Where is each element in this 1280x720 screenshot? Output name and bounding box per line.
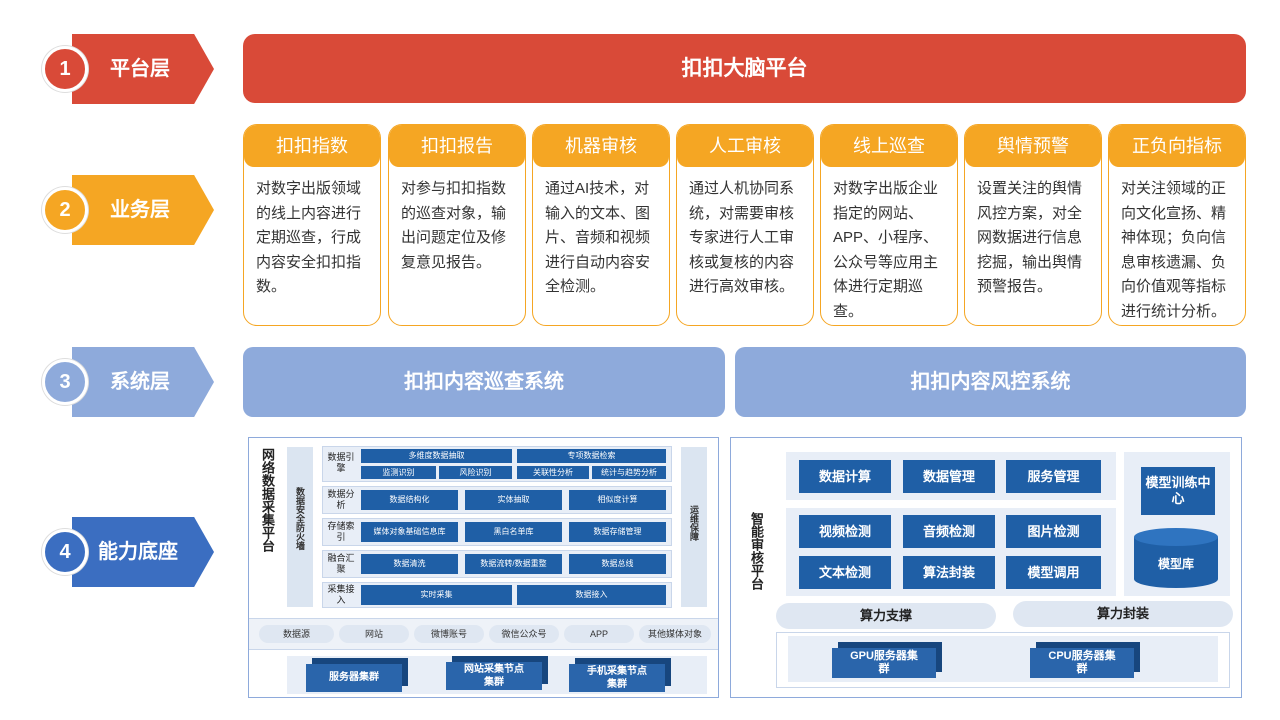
data-box: 监测识别 [361,466,436,479]
data-box: 实时采集 [361,585,512,605]
layer-tag-platform: 平台层 1 [42,34,214,104]
audit-detect-box: 算法封装 [903,556,995,589]
source-pill: 微信公众号 [489,625,559,643]
business-card-desc: 对数字出版领域的线上内容进行定期巡查，行成内容安全扣扣指数。 [256,180,362,295]
row-label: 数据引擎 [327,452,355,473]
layer-flag: 能力底座 [72,517,214,587]
audit-detect-box: 文本检测 [799,556,891,589]
system-risk-control: 扣扣内容风控系统 [735,347,1246,417]
ops-support: 运维保障 [681,447,707,607]
business-card: 舆情预警 设置关注的舆情风控方案，对全网数据进行信息挖掘，输出舆情预警报告。 [964,124,1102,326]
layer-number: 1 [42,46,88,92]
server-cluster: 服务器集群 [306,664,402,692]
server-cluster: 网站采集节点集群 [446,662,542,690]
data-box: 数据流转/数据重整 [465,554,562,574]
source-pill: APP [564,625,634,643]
source-pill: 网站 [339,625,409,643]
source-pill: 其他媒体对象 [639,625,711,643]
data-box: 风险识别 [439,466,512,479]
data-box: 数据接入 [517,585,666,605]
model-db-icon [1134,528,1218,588]
audit-detect-box: 音频检测 [903,515,995,548]
audit-detect-box: 模型调用 [1006,556,1101,589]
business-card: 机器审核 通过AI技术，对输入的文本、图片、音频和视频进行自动内容安全检测。 [532,124,670,326]
business-card-title: 人工审核 [677,125,813,167]
business-card: 扣扣指数 对数字出版领域的线上内容进行定期巡查，行成内容安全扣扣指数。 [243,124,381,326]
layer-tag-business: 业务层 2 [42,175,214,245]
row-label: 存储索引 [327,521,355,542]
audit-function-box: 数据计算 [799,460,891,493]
data-box: 数据总线 [569,554,666,574]
layer-number: 4 [42,529,88,575]
business-card-desc: 通过人机协同系统，对需要审核专家进行人工审核或复核的内容进行高效审核。 [689,180,795,295]
row-label: 采集接入 [327,584,355,605]
data-box: 实体抽取 [465,490,562,510]
data-box: 数据结构化 [361,490,458,510]
layer-tag-capability: 能力底座 4 [42,517,214,587]
business-card-desc: 对关注领域的正向文化宣扬、精神体现；负向信息审核遗漏、负向价值观等指标进行统计分… [1121,180,1227,320]
data-box: 媒体对象基础信息库 [361,522,458,542]
data-box: 数据清洗 [361,554,458,574]
layer-flag: 平台层 [72,34,214,104]
data-box: 相似度计算 [569,490,666,510]
source-pill: 数据源 [259,625,334,643]
layer-number: 3 [42,359,88,405]
layer-tag-system: 系统层 3 [42,347,214,417]
business-card-title: 正负向指标 [1109,125,1245,167]
layer-number: 2 [42,187,88,233]
business-card: 线上巡查 对数字出版企业指定的网站、APP、小程序、公众号等应用主体进行定期巡查… [820,124,958,326]
audit-title: 智能审核平台 [749,512,764,590]
business-card: 人工审核 通过人机协同系统，对需要审核专家进行人工审核或复核的内容进行高效审核。 [676,124,814,326]
business-card-desc: 设置关注的舆情风控方案，对全网数据进行信息挖掘，输出舆情预警报告。 [977,180,1083,295]
compute-encapsulation: 算力封装 [1013,601,1233,627]
collection-title: 网络数据采集平台 [260,448,275,552]
data-box: 多维度数据抽取 [361,449,512,463]
data-box: 关联性分析 [517,466,589,479]
source-pill: 微博账号 [414,625,484,643]
model-training-center: 模型训练中心 [1141,467,1215,515]
business-card: 正负向指标 对关注领域的正向文化宣扬、精神体现；负向信息审核遗漏、负向价值观等指… [1108,124,1246,326]
business-card-title: 扣扣指数 [244,125,380,167]
business-card-title: 机器审核 [533,125,669,167]
layer-label: 业务层 [110,199,170,221]
data-box: 黑白名单库 [465,522,562,542]
audit-function-box: 数据管理 [903,460,995,493]
model-db-label: 模型库 [1157,557,1194,571]
business-card-title: 舆情预警 [965,125,1101,167]
business-card-title: 线上巡查 [821,125,957,167]
server-cluster: 手机采集节点集群 [569,664,665,692]
data-box: 专项数据检索 [517,449,666,463]
business-card-title: 扣扣报告 [389,125,525,167]
audit-detect-box: 视频检测 [799,515,891,548]
row-label: 融合汇聚 [327,553,355,574]
gpu-server-cluster: GPU服务器集群 [832,648,936,678]
layer-flag: 系统层 [72,347,214,417]
business-card-desc: 对数字出版企业指定的网站、APP、小程序、公众号等应用主体进行定期巡查。 [833,180,939,320]
layer-label: 平台层 [110,58,170,80]
data-box: 统计与趋势分析 [592,466,666,479]
row-label: 数据分析 [327,489,355,510]
compute-support: 算力支撑 [776,603,996,629]
security-firewall: 数据安全防火墙 [287,447,313,607]
audit-detect-box: 图片检测 [1006,515,1101,548]
business-card-desc: 通过AI技术，对输入的文本、图片、音频和视频进行自动内容安全检测。 [545,180,651,295]
cpu-server-cluster: CPU服务器集群 [1030,648,1134,678]
business-card-desc: 对参与扣扣指数的巡查对象，输出问题定位及修复意见报告。 [401,180,507,271]
layer-flag: 业务层 [72,175,214,245]
layer-label: 能力底座 [98,541,178,563]
platform-banner: 扣扣大脑平台 [243,34,1246,103]
business-card: 扣扣报告 对参与扣扣指数的巡查对象，输出问题定位及修复意见报告。 [388,124,526,326]
data-box: 数据存储管理 [569,522,666,542]
layer-label: 系统层 [110,371,170,393]
audit-function-box: 服务管理 [1006,460,1101,493]
system-patrol: 扣扣内容巡查系统 [243,347,725,417]
